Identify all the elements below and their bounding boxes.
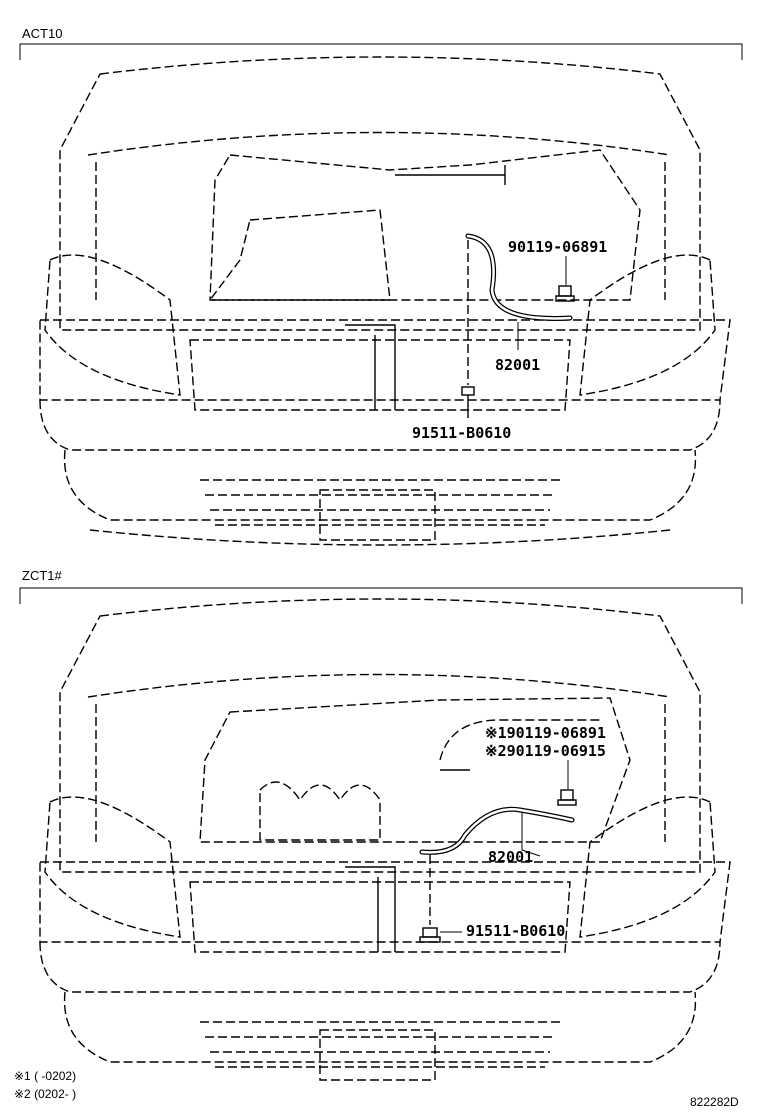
section-zct1: ZCT1#	[19, 568, 743, 1081]
grille	[200, 479, 560, 541]
section-label-act10: ACT10	[22, 26, 62, 41]
headlight-right	[579, 796, 716, 938]
part-number-bolt-upper: 90119-06891	[508, 238, 607, 256]
section-act10: ACT10	[19, 26, 743, 546]
hood-outline	[59, 56, 701, 331]
bolt-icon	[557, 789, 577, 806]
section-label-zct1: ZCT1#	[22, 568, 63, 583]
windshield-line	[87, 131, 671, 156]
license-plate-area	[319, 1029, 436, 1081]
part-number-bolt-lower: 91511-B0610	[412, 424, 511, 442]
car-front-outline	[39, 598, 731, 1081]
section-bracket	[19, 587, 743, 604]
part-number-bolt-upper-1: ※190119-06891	[485, 724, 606, 742]
part-number-bolt-upper-2: ※290119-06915	[485, 742, 606, 760]
footnote-2: ※2 (0202- )	[14, 1087, 76, 1101]
grille	[200, 1021, 560, 1081]
headlight-right	[579, 254, 716, 396]
headlight-left	[44, 254, 181, 396]
bumper	[39, 941, 721, 993]
bolt-icon	[419, 927, 441, 943]
car-front-outline	[39, 56, 731, 546]
windshield-line	[87, 673, 671, 698]
headlight-left	[44, 796, 181, 938]
section-bracket	[19, 43, 743, 60]
footnote-1: ※1 ( -0202)	[14, 1069, 76, 1083]
bolt-icon	[555, 285, 575, 302]
engine-outline	[199, 697, 631, 843]
ground-cable-82001	[465, 233, 573, 321]
part-number-cable: 82001	[495, 356, 540, 374]
part-number-bolt-lower: 91511-B0610	[466, 922, 565, 940]
hood-outline	[59, 598, 701, 873]
bumper	[39, 399, 721, 451]
part-number-cable: 82001	[488, 848, 533, 866]
figure-id: 822282D	[690, 1095, 739, 1109]
ground-cable-82001	[419, 806, 575, 855]
bolt-icon	[461, 386, 475, 418]
engine-outline	[209, 149, 641, 301]
license-plate-area	[319, 489, 436, 541]
